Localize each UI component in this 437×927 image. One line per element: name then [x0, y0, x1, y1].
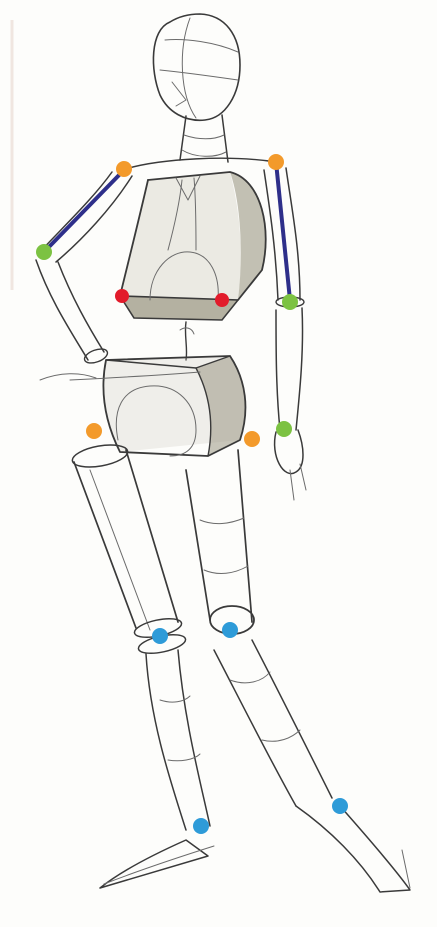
right-wrist-joint [276, 421, 292, 437]
right-knee-joint [222, 622, 238, 638]
right-ankle-joint [332, 798, 348, 814]
left-arm [36, 170, 132, 380]
left-knee-joint [152, 628, 168, 644]
left-ribcage-joint [115, 289, 129, 303]
left-ankle-joint [193, 818, 209, 834]
left-upper-arm-bone [44, 170, 124, 252]
right-elbow-joint [282, 294, 298, 310]
right-ribcage-joint [215, 293, 229, 307]
spine-tick [180, 328, 194, 334]
left-hip-joint [86, 423, 102, 439]
right-hip-joint [244, 431, 260, 447]
pelvis [70, 356, 245, 456]
right-shoulder-joint [268, 154, 284, 170]
right-arm [264, 162, 306, 500]
neck [180, 115, 228, 162]
left-shoulder-joint [116, 161, 132, 177]
right-leg [186, 450, 410, 892]
head [153, 14, 240, 120]
ribcage [120, 172, 266, 320]
left-elbow-joint [36, 244, 52, 260]
shoulder-line [122, 158, 276, 170]
